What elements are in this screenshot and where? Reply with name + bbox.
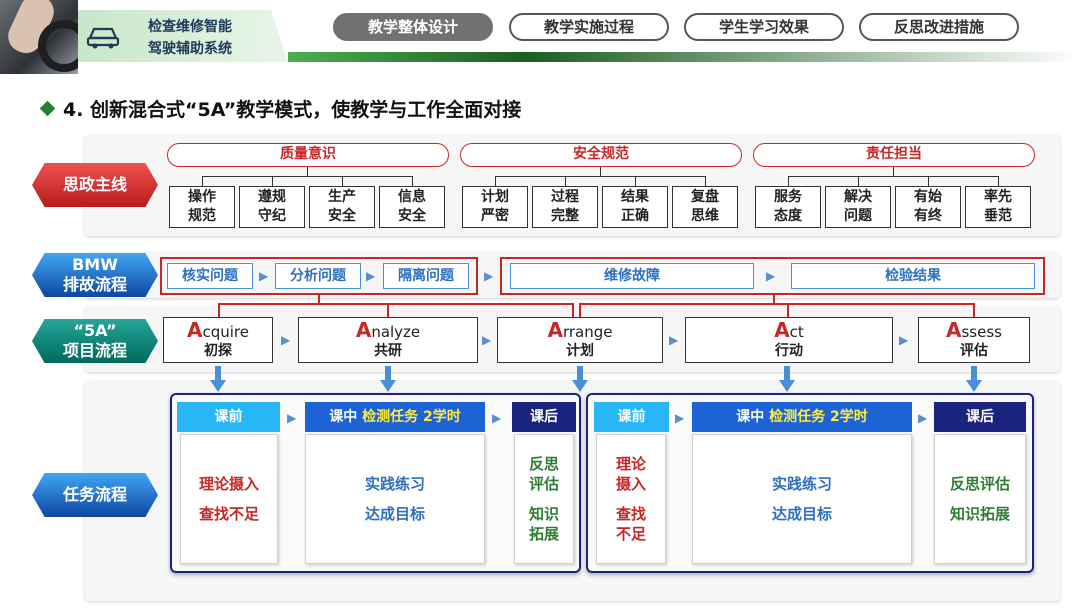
in-class-content: 实践练习达成目标 bbox=[305, 434, 485, 564]
stage-assess: Assess 评估 bbox=[918, 317, 1030, 363]
stage-act: Act 行动 bbox=[685, 317, 893, 363]
sizheng-item: 计划严密 bbox=[462, 186, 528, 228]
arrow-right-icon: ▶ bbox=[484, 269, 494, 283]
car-icon bbox=[86, 27, 120, 49]
sizheng-item: 有始有终 bbox=[895, 186, 961, 228]
arrow-right-icon: ▶ bbox=[482, 333, 492, 347]
ribbon-sizheng: 思政主线 bbox=[32, 163, 158, 207]
sizheng-item: 生产安全 bbox=[309, 186, 375, 228]
phase-post-class: 课后 bbox=[934, 402, 1026, 432]
tab-reflection[interactable]: 反思改进措施 bbox=[859, 13, 1019, 41]
phase-in-class: 课中 检测任务 2学时 bbox=[692, 402, 912, 432]
ribbon-fiveA: “5A”项目流程 bbox=[32, 319, 158, 363]
stage-analyze: Analyze 共研 bbox=[298, 317, 478, 363]
bmw-repair-frame bbox=[500, 257, 1045, 295]
ribbon-task: 任务流程 bbox=[32, 473, 158, 517]
group-title-safety: 安全规范 bbox=[460, 143, 742, 167]
sizheng-item: 操作规范 bbox=[169, 186, 235, 228]
arrow-down-icon bbox=[779, 366, 795, 392]
arrow-right-icon: ▶ bbox=[281, 333, 291, 347]
course-title-line1: 检查维修智能 bbox=[148, 19, 232, 35]
header-divider bbox=[288, 52, 1080, 62]
group-title-responsibility: 责任担当 bbox=[753, 143, 1035, 167]
arrow-right-icon: ▶ bbox=[669, 333, 679, 347]
sizheng-item: 服务态度 bbox=[755, 186, 821, 228]
driver-photo bbox=[0, 0, 78, 74]
bmw-diagnose-frame bbox=[160, 257, 478, 295]
tab-teaching-design[interactable]: 教学整体设计 bbox=[333, 13, 493, 41]
sizheng-item: 复盘思维 bbox=[672, 186, 738, 228]
section-heading-text: 4. 创新混合式“5A”教学模式，使教学与工作全面对接 bbox=[63, 99, 522, 121]
section-heading: 4. 创新混合式“5A”教学模式，使教学与工作全面对接 bbox=[39, 95, 522, 122]
bmw-step-check: 检验结果 bbox=[791, 263, 1035, 289]
arrow-right-icon: ▶ bbox=[492, 411, 502, 425]
arrow-down-icon bbox=[380, 366, 396, 392]
arrow-right-icon: ▶ bbox=[675, 411, 685, 425]
phase-in-class: 课中 检测任务 2学时 bbox=[305, 402, 485, 432]
sizheng-item: 率先垂范 bbox=[965, 186, 1031, 228]
arrow-right-icon: ▶ bbox=[287, 411, 297, 425]
phase-pre-class: 课前 bbox=[177, 402, 280, 432]
arrow-right-icon: ▶ bbox=[766, 269, 776, 283]
arrow-right-icon: ▶ bbox=[918, 411, 928, 425]
sizheng-item: 解决问题 bbox=[825, 186, 891, 228]
arrow-down-icon bbox=[210, 366, 226, 392]
course-title-banner: 检查维修智能 驾驶辅助系统 bbox=[78, 10, 288, 62]
sizheng-item: 过程完整 bbox=[532, 186, 598, 228]
pre-class-content: 理论摄入查找不足 bbox=[180, 434, 278, 564]
course-title-line2: 驾驶辅助系统 bbox=[148, 41, 232, 57]
arrow-down-icon bbox=[572, 366, 588, 392]
post-class-content: 反思评估知识拓展 bbox=[514, 434, 574, 564]
arrow-right-icon: ▶ bbox=[259, 269, 269, 283]
phase-pre-class: 课前 bbox=[594, 402, 669, 432]
diamond-bullet-icon bbox=[39, 100, 56, 117]
tab-teaching-process[interactable]: 教学实施过程 bbox=[509, 13, 669, 41]
arrow-right-icon: ▶ bbox=[899, 333, 909, 347]
in-class-content: 实践练习达成目标 bbox=[692, 434, 912, 564]
sizheng-item: 遵规守纪 bbox=[239, 186, 305, 228]
group-title-quality: 质量意识 bbox=[167, 143, 449, 167]
sizheng-item: 结果正确 bbox=[602, 186, 668, 228]
pre-class-content: 理论摄入查找不足 bbox=[596, 434, 666, 564]
bmw-step-verify: 核实问题 bbox=[167, 263, 253, 289]
bmw-step-analyze: 分析问题 bbox=[275, 263, 361, 289]
stage-acquire: Acquire 初探 bbox=[163, 317, 273, 363]
phase-post-class: 课后 bbox=[512, 402, 576, 432]
arrow-down-icon bbox=[966, 366, 982, 392]
post-class-content: 反思评估知识拓展 bbox=[934, 434, 1026, 564]
bmw-step-isolate: 隔离问题 bbox=[383, 263, 469, 289]
sizheng-item: 信息安全 bbox=[379, 186, 445, 228]
stage-arrange: Arrange 计划 bbox=[497, 317, 663, 363]
tab-learning-outcome[interactable]: 学生学习效果 bbox=[684, 13, 844, 41]
arrow-right-icon: ▶ bbox=[366, 269, 376, 283]
bmw-step-repair: 维修故障 bbox=[510, 263, 754, 289]
